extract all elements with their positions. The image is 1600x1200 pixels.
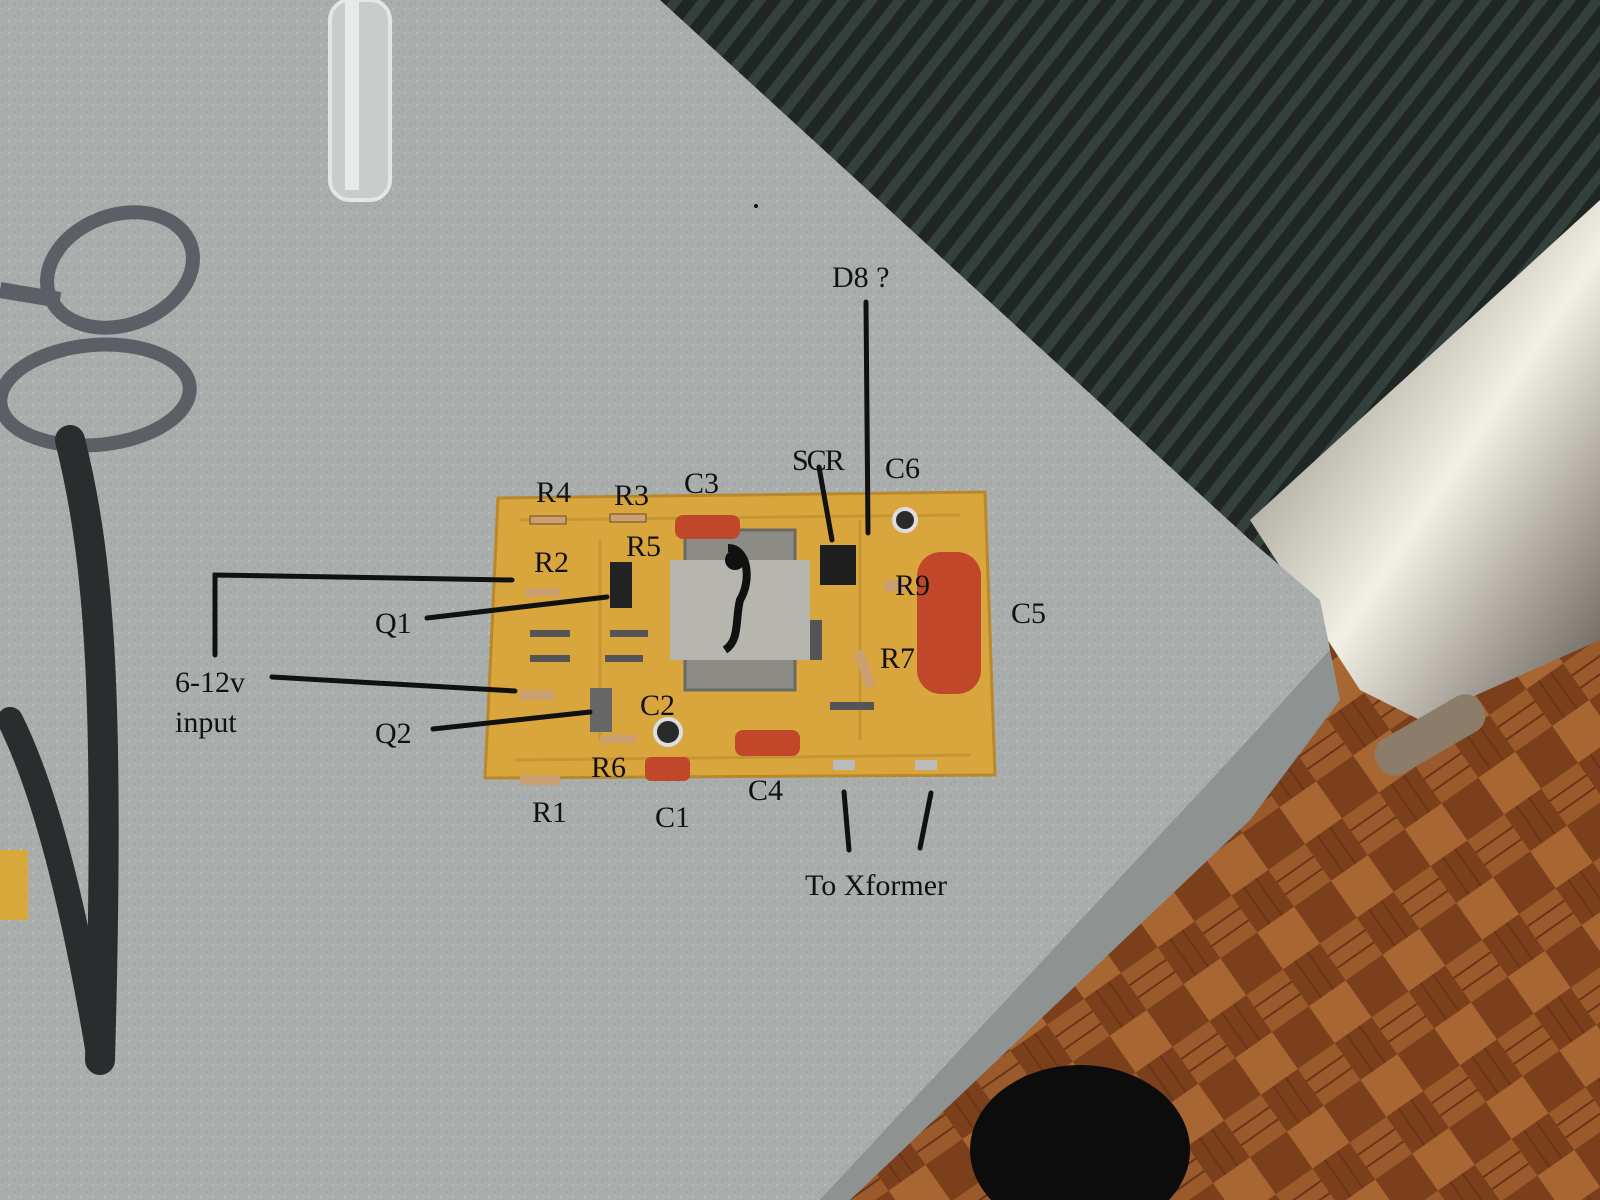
label-c3: C3 <box>684 467 720 500</box>
label-c4: C4 <box>748 774 784 807</box>
label-c2: C2 <box>640 689 676 722</box>
label-c5: C5 <box>1011 597 1047 630</box>
label-to-xformer: To Xformer <box>805 869 948 902</box>
label-r5: R5 <box>626 530 662 563</box>
scissors <box>0 205 200 1075</box>
label-input-line2: input <box>175 706 237 739</box>
q2-pointer-line <box>430 709 593 732</box>
label-input-line1: 6-12v <box>175 666 245 699</box>
label-r2: R2 <box>534 546 570 579</box>
yellow-object <box>0 850 28 920</box>
pcb-board <box>483 490 997 785</box>
input-bracket-line <box>212 572 515 658</box>
label-r7: R7 <box>880 642 916 675</box>
input-pointer-line <box>269 674 518 694</box>
stray-dot <box>754 204 758 208</box>
stove-handle <box>1374 694 1486 776</box>
xformer-pointer-line-2 <box>917 790 934 851</box>
label-q2: Q2 <box>375 717 412 750</box>
shoe <box>970 1065 1190 1200</box>
d8-pointer-line <box>863 299 871 536</box>
scr-pointer-line <box>816 464 835 543</box>
q1-pointer-line <box>424 594 610 621</box>
label-r4: R4 <box>536 476 572 509</box>
label-d8: D8 ? <box>832 261 890 294</box>
glass-tube <box>328 0 392 202</box>
annotation-lines <box>212 299 934 853</box>
label-c1: C1 <box>655 801 691 834</box>
label-r6: R6 <box>591 751 627 784</box>
countertop-edge <box>820 650 1340 1200</box>
label-scr: SCR <box>792 444 845 477</box>
label-r9: R9 <box>895 569 931 602</box>
label-r1: R1 <box>532 796 568 829</box>
stove-steel-edge <box>1250 200 1600 720</box>
label-c6: C6 <box>885 452 921 485</box>
label-q1: Q1 <box>375 607 412 640</box>
label-r3: R3 <box>614 479 650 512</box>
xformer-pointer-line-1 <box>841 789 852 853</box>
